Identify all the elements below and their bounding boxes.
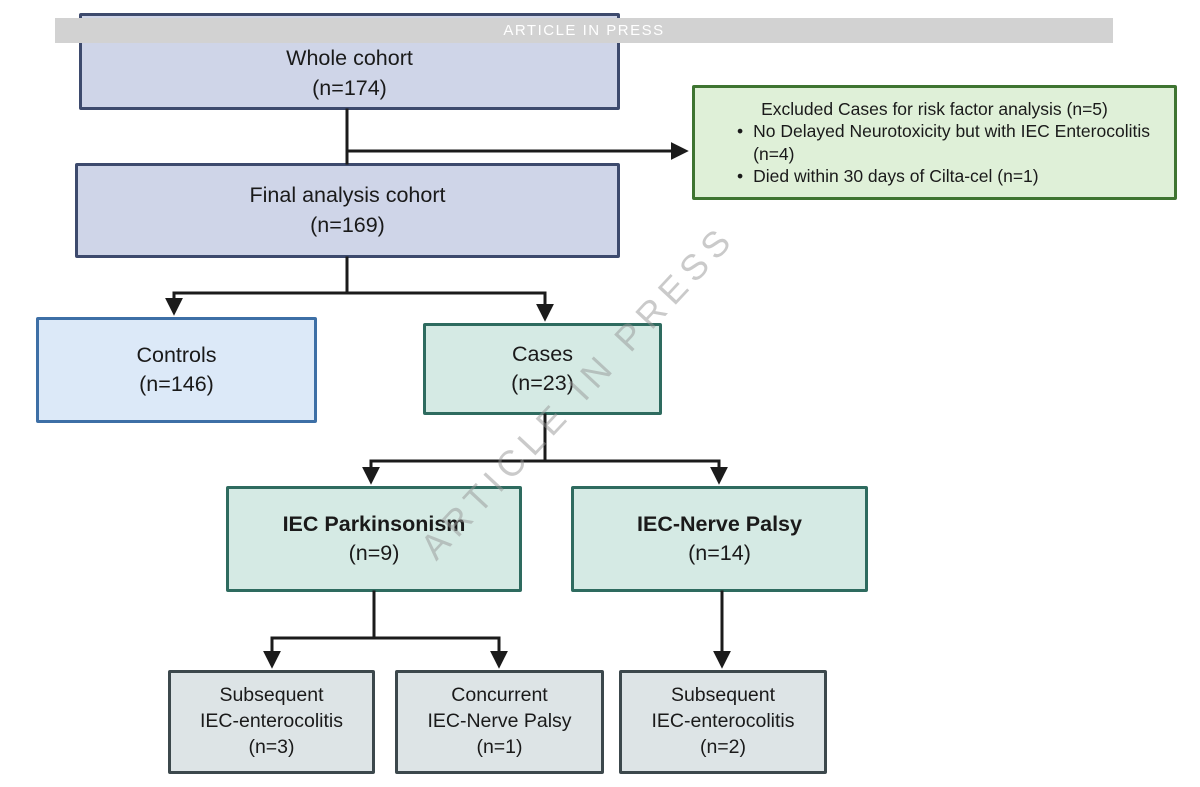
node-title: Cases	[512, 341, 573, 366]
node-count: (n=146)	[139, 372, 214, 396]
excluded-bullet-2-text: Died within 30 days of Cilta-cel (n=1)	[753, 165, 1039, 186]
node-line1: Concurrent	[451, 684, 548, 707]
excluded-bullet-1-text: No Delayed Neurotoxicity but with IEC En…	[753, 121, 1150, 164]
node-count: (n=169)	[310, 212, 385, 237]
node-excluded-cases: Excluded Cases for risk factor analysis …	[692, 85, 1177, 200]
node-final-analysis-cohort: Final analysis cohort (n=169)	[75, 163, 620, 258]
node-title: Final analysis cohort	[249, 183, 446, 208]
node-iec-parkinsonism: IEC Parkinsonism (n=9)	[226, 486, 522, 592]
node-line1: Subsequent	[219, 684, 324, 707]
node-title: IEC-Nerve Palsy	[637, 511, 802, 536]
bullet-icon: •	[737, 121, 744, 142]
node-title: IEC Parkinsonism	[282, 511, 466, 536]
node-subsequent-iec-enterocolitis-n2: Subsequent IEC-enterocolitis (n=2)	[619, 670, 827, 774]
article-in-press-banner: ARTICLE IN PRESS	[55, 18, 1113, 43]
excluded-bullet-2: • Died within 30 days of Cilta-cel (n=1)	[707, 165, 1162, 187]
node-title: Controls	[136, 342, 217, 367]
excluded-title: Excluded Cases for risk factor analysis …	[761, 98, 1108, 119]
node-count: (n=1)	[476, 735, 523, 758]
node-count: (n=9)	[348, 541, 400, 565]
node-line2: IEC-enterocolitis	[199, 710, 344, 733]
node-subsequent-iec-enterocolitis-n3: Subsequent IEC-enterocolitis (n=3)	[168, 670, 375, 774]
node-line2: IEC-Nerve Palsy	[427, 710, 572, 733]
bullet-icon: •	[737, 165, 744, 186]
node-controls: Controls (n=146)	[36, 317, 317, 423]
node-concurrent-iec-nerve-palsy-n1: Concurrent IEC-Nerve Palsy (n=1)	[395, 670, 604, 774]
node-count: (n=23)	[511, 371, 574, 395]
node-iec-nerve-palsy: IEC-Nerve Palsy (n=14)	[571, 486, 868, 592]
node-count: (n=14)	[688, 541, 751, 565]
banner-label: ARTICLE IN PRESS	[503, 22, 665, 39]
node-line2: IEC-enterocolitis	[651, 710, 795, 733]
node-cases: Cases (n=23)	[423, 323, 662, 415]
node-title: Whole cohort	[286, 46, 413, 71]
node-count: (n=3)	[248, 735, 295, 758]
node-line1: Subsequent	[670, 684, 776, 707]
node-count: (n=174)	[312, 75, 387, 100]
excluded-bullet-1: • No Delayed Neurotoxicity but with IEC …	[707, 120, 1162, 165]
node-count: (n=2)	[699, 735, 747, 758]
